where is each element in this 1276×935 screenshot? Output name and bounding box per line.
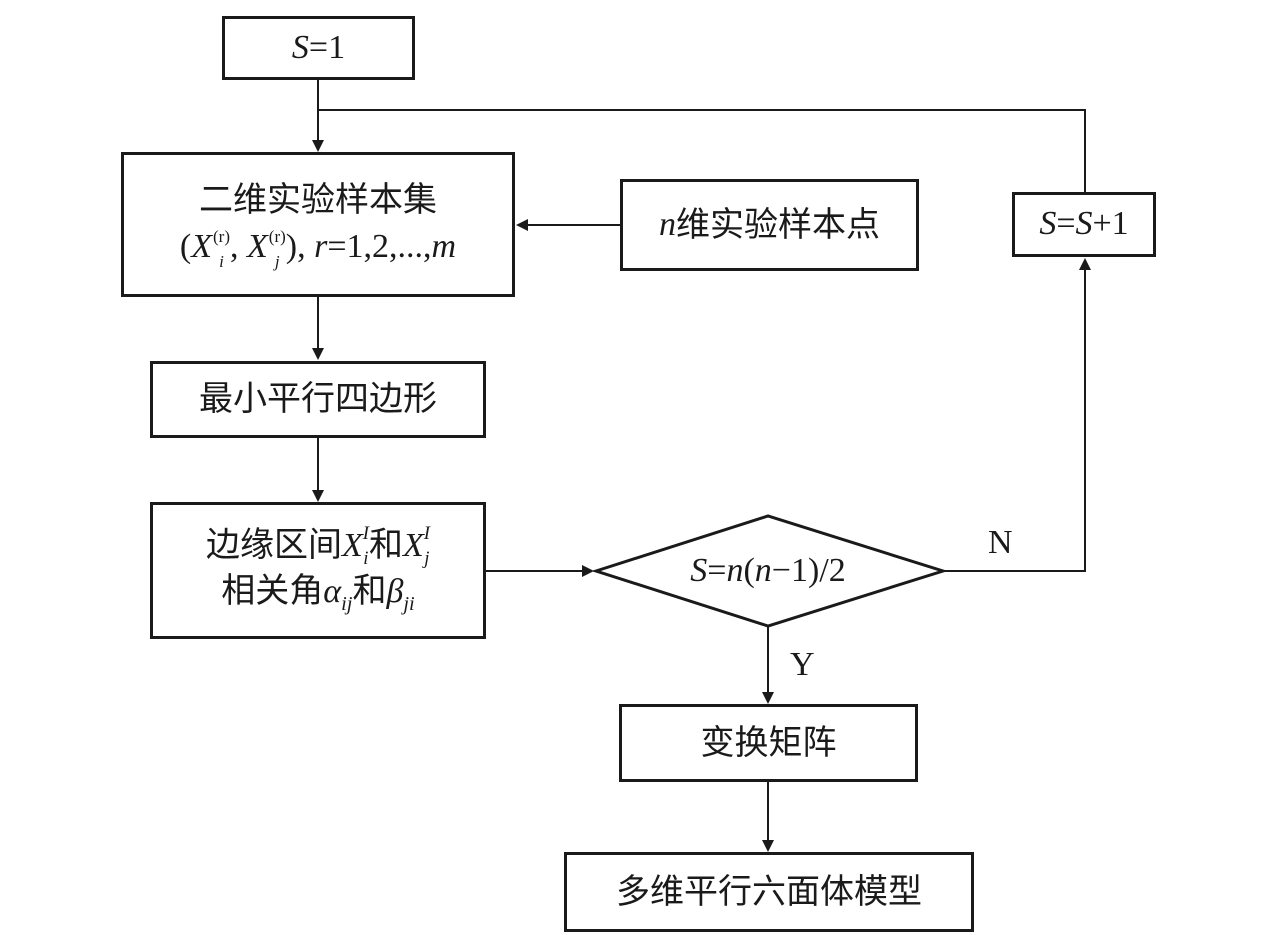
sample-set-box: 二维实验样本集 (X(r)i, X(r)j), r=1,2,...,m: [121, 152, 515, 297]
decision-label: S=n(n−1)/2: [690, 552, 846, 589]
edge-loop-back: [318, 109, 1086, 192]
edge-label-no: N: [988, 524, 1013, 561]
n-symbol: n: [659, 205, 676, 243]
start-label: S=1: [291, 28, 346, 66]
edge-decision-no: [943, 258, 1091, 572]
start-box: S=1: [222, 16, 415, 80]
sample-set-title: 二维实验样本集: [199, 180, 437, 221]
model-box: 多维平行六面体模型: [564, 852, 974, 932]
intervals-line2: 相关角αij和βji: [221, 571, 415, 615]
increment-box: S=S+1: [1012, 192, 1156, 257]
increment-label: S=S+1: [1039, 205, 1129, 243]
transform-label: 变换矩阵: [700, 722, 837, 763]
sample-set-formula: (X(r)i, X(r)j), r=1,2,...,m: [179, 226, 457, 271]
parallelogram-label: 最小平行四边形: [199, 379, 437, 420]
decision-diamond: [591, 514, 949, 628]
transform-box: 变换矩阵: [619, 704, 918, 782]
edge-label-yes: Y: [790, 646, 815, 683]
model-label: 多维平行六面体模型: [616, 871, 922, 912]
parallelogram-box: 最小平行四边形: [150, 361, 486, 438]
n-points-label: 维实验样本点: [676, 204, 880, 245]
